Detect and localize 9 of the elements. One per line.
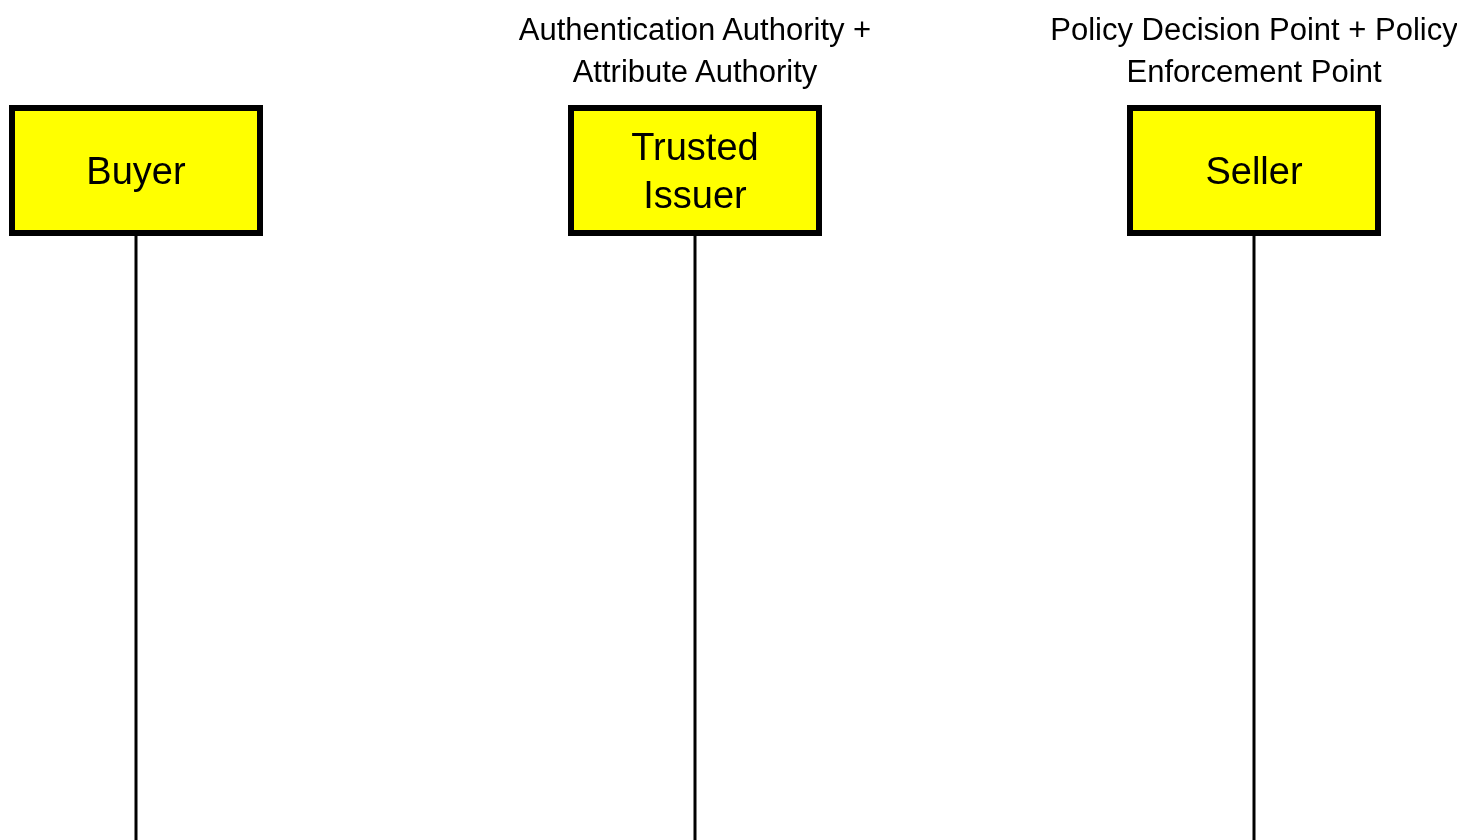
lifeline [134, 236, 138, 840]
role-heading: Policy Decision Point + Policy Enforcement Point [1049, 11, 1457, 91]
lifeline [1252, 236, 1256, 840]
lifeline [693, 236, 697, 840]
participant-label: Buyer [85, 148, 187, 194]
participant-box [9, 105, 263, 236]
participant-label: Trusted Issuer [630, 124, 760, 218]
participant-label: Seller [1204, 148, 1304, 194]
role-heading: Authentication Authority + Attribute Authority [517, 11, 873, 91]
